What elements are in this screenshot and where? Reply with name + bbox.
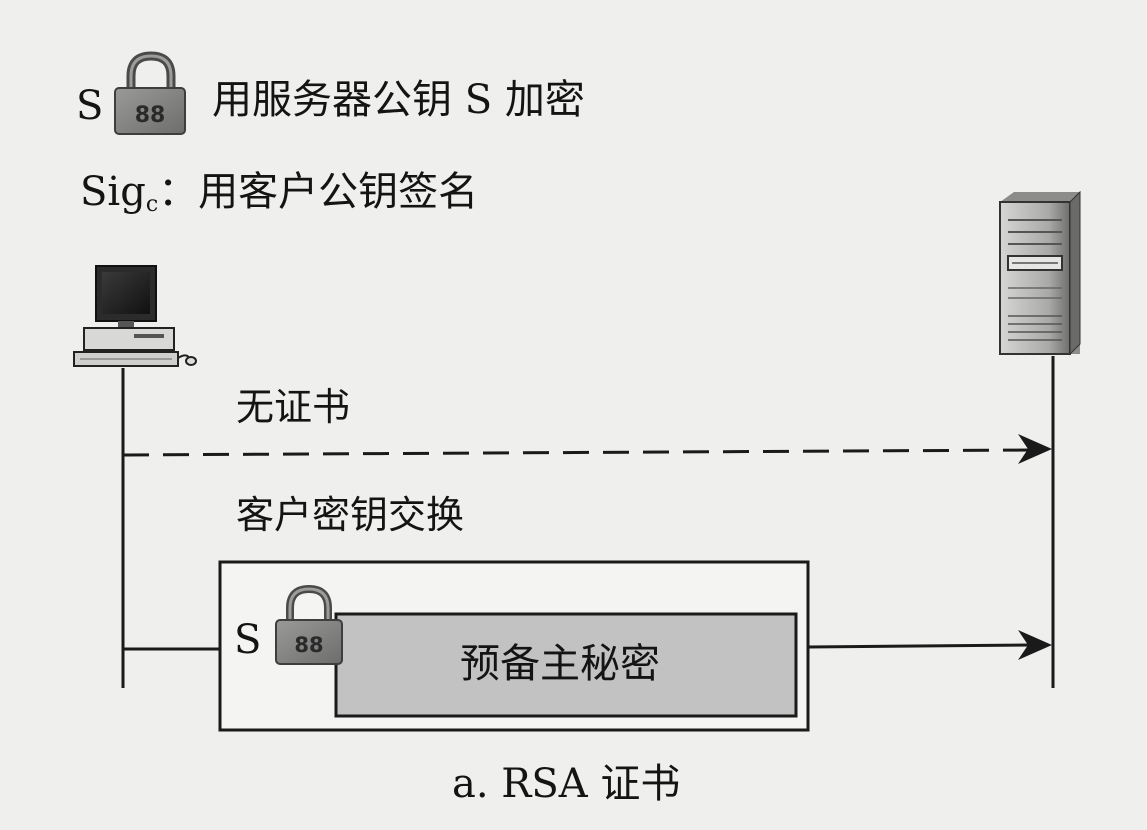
server-tower-icon xyxy=(999,190,1081,356)
payload-box xyxy=(334,612,798,718)
svg-text:88: 88 xyxy=(294,633,323,657)
svg-text:88: 88 xyxy=(135,103,166,128)
legend-signature-line: Sigc：用客户公钥签名 xyxy=(80,169,479,216)
client-computer-icon xyxy=(73,265,197,367)
payload-key-letter: S xyxy=(234,617,262,663)
message-label-no-certificate: 无证书 xyxy=(236,385,351,429)
dashed-message-arrow xyxy=(122,448,1031,457)
solid-message-right xyxy=(807,643,1031,649)
arrow-head-icon xyxy=(1018,434,1052,464)
message-label-client-key-exchange: 客户密钥交换 xyxy=(236,493,465,537)
legend-sig-main: Sig xyxy=(80,169,146,215)
payload-label: 预备主秘密 xyxy=(460,641,660,687)
legend-key-letter: S xyxy=(76,83,104,129)
figure-caption: a. RSA 证书 xyxy=(452,761,681,807)
padlock-icon: 88 xyxy=(275,584,343,665)
arrow-head-icon xyxy=(1018,630,1052,660)
padlock-icon: 88 xyxy=(114,51,186,135)
legend-sig-text: ：用客户公钥签名 xyxy=(158,169,479,215)
legend-sig-sub: c xyxy=(145,192,159,217)
legend-encrypt-text: 用服务器公钥 S 加密 xyxy=(212,77,585,123)
